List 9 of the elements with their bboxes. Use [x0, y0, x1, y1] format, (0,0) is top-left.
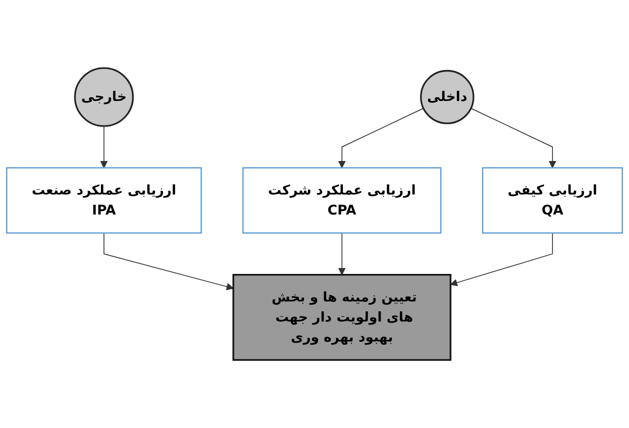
node-circle: داخلی — [420, 70, 474, 124]
arrow — [104, 232, 234, 290]
arrow — [100, 126, 108, 168]
node-box: تعیین زمینه ها و بخش های اولویت دار جهت بهبود بهره وری — [232, 274, 452, 361]
arrow — [338, 108, 424, 168]
arrow — [470, 108, 556, 168]
arrow — [450, 232, 553, 286]
arrow — [338, 232, 346, 276]
node-circle: خارجی — [74, 67, 134, 127]
